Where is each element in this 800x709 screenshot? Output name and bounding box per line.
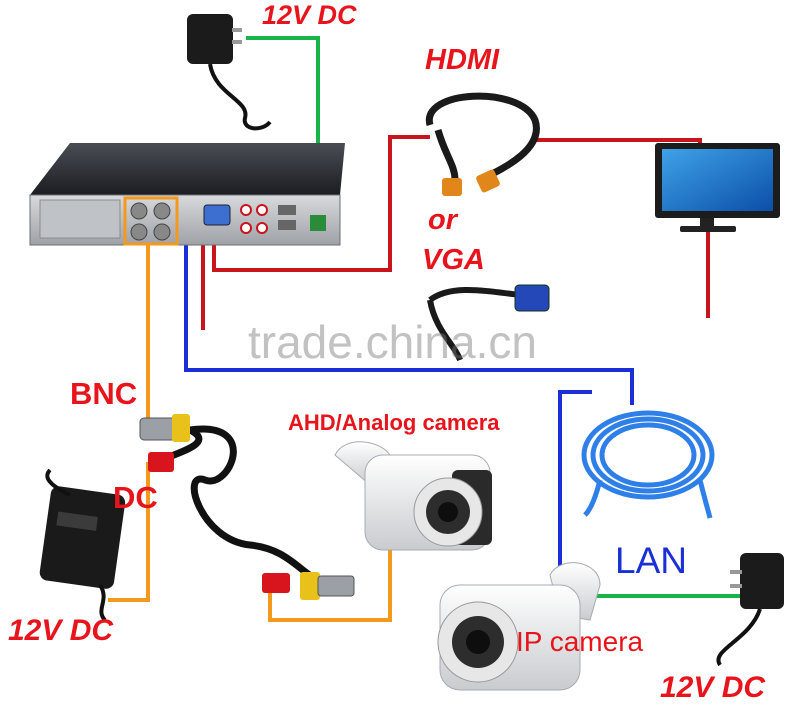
lan-cable-coil (581, 410, 715, 519)
watermark: trade.china.cn (248, 316, 537, 368)
ip-camera (437, 562, 601, 691)
label-vga: VGA (422, 244, 485, 276)
hdmi-vga-wire (212, 135, 430, 272)
label-left-12v-dc: 12V DC (8, 614, 114, 647)
label-or: or (428, 204, 457, 236)
vga-cable (427, 284, 550, 362)
label-ahd-analog-camera: AHD/Analog camera (288, 410, 500, 435)
label-lan: LAN (615, 540, 687, 581)
power-supply-left (39, 468, 126, 622)
analog-camera (334, 441, 492, 551)
bnc-ports (123, 196, 179, 246)
lan-main-wire (184, 170, 634, 405)
analog-camera-wire (268, 535, 392, 622)
bnc-wires (108, 245, 392, 622)
dc-wire-left (108, 462, 150, 602)
bnc-dc-cable (139, 414, 355, 600)
label-ip-camera: IP camera (516, 626, 644, 657)
power-adapter-top (187, 14, 272, 131)
hdmi-cable (425, 92, 540, 196)
label-hdmi: HDMI (425, 44, 500, 76)
label-bottom-12v-dc: 12V DC (660, 671, 766, 704)
lan-to-ip-wire (558, 390, 592, 570)
label-dc: DC (113, 480, 158, 515)
label-bnc: BNC (70, 376, 138, 411)
power-adapter-bottom (716, 553, 784, 667)
monitor (655, 143, 780, 232)
dvr-recorder (29, 143, 345, 246)
label-top-12v-dc: 12V DC (262, 0, 357, 30)
